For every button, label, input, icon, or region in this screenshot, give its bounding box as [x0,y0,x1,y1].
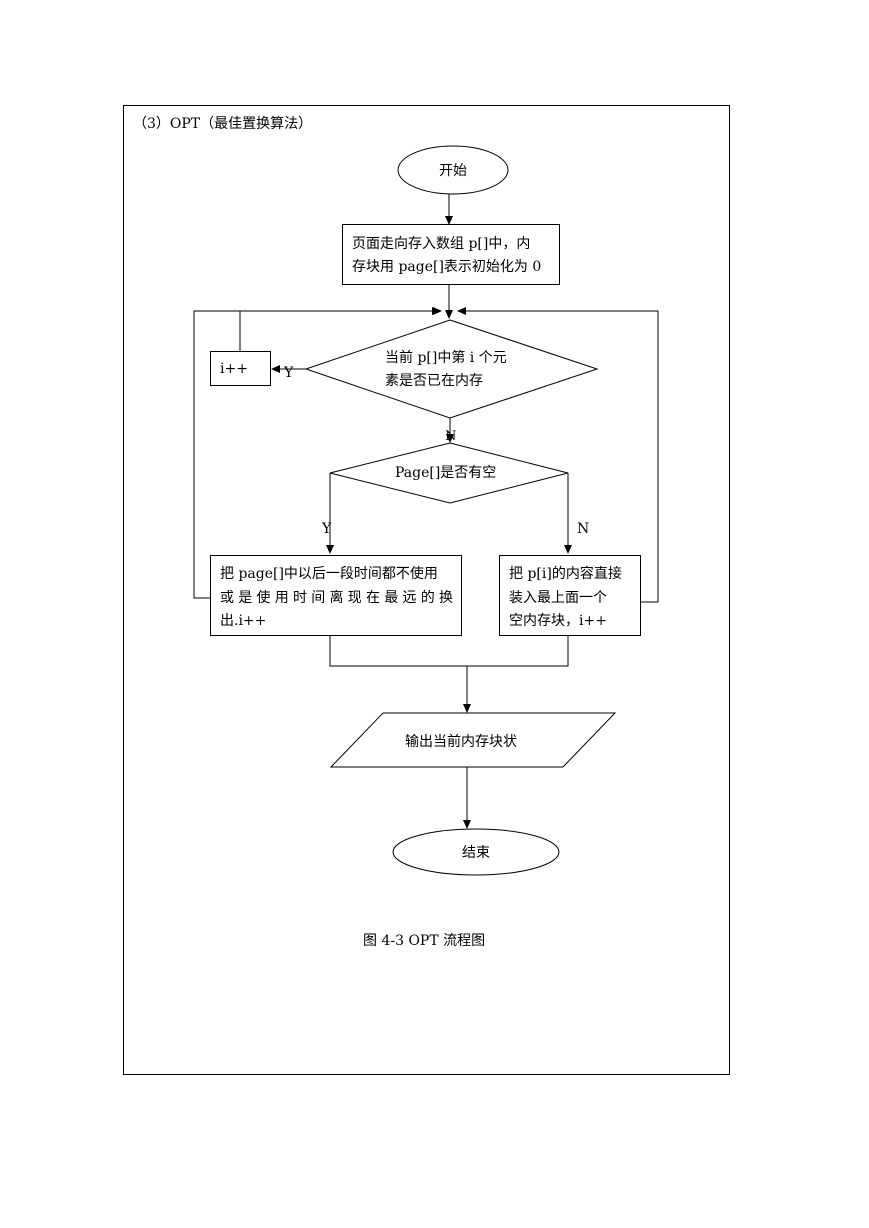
outer-frame [123,105,730,1075]
init-node: 页面走向存入数组 p[]中，内 存块用 page[]表示初始化为 0 [342,224,560,285]
label-empty-yes: Y [321,521,332,537]
replace-label-line1: 把 page[]中以后一段时间都不使用 [220,565,438,582]
init-label-line2: 存块用 page[]表示初始化为 0 [352,258,541,275]
increment-label: i++ [220,361,248,377]
empty-decision: Page[]是否有空 [329,442,569,504]
end-label: 结束 [462,845,490,861]
increment-node: i++ [210,351,271,386]
label-in-memory-yes: Y [283,365,294,381]
in-memory-label-line1: 当前 p[]中第 i 个元 [385,349,507,366]
label-empty-no: N [577,521,589,537]
output-label: 输出当前内存块状 [405,733,517,750]
section-heading: （3）OPT（最佳置换算法） [133,115,312,132]
load-node: 把 p[i]的内容直接 装入最上面一个 空内存块，i++ [499,555,641,636]
replace-label-line3: 出.i++ [220,613,266,629]
figure-caption: 图 4-3 OPT 流程图 [363,933,485,949]
in-memory-decision: 当前 p[]中第 i 个元 素是否已在内存 [304,319,599,419]
load-label-line1: 把 p[i]的内容直接 [509,565,622,582]
label-in-memory-no: N [445,429,456,444]
start-label: 开始 [439,163,467,179]
load-label-line2: 装入最上面一个 [509,590,607,606]
edge-replace-loop [193,307,441,599]
output-node: 输出当前内存块状 [329,712,617,768]
start-node: 开始 [397,145,509,195]
in-memory-label-line2: 素是否已在内存 [385,373,483,389]
edge-load-loop [457,307,659,603]
empty-label: Page[]是否有空 [395,465,496,481]
merge-connector [329,636,569,667]
replace-node: 把 page[]中以后一段时间都不使用 或是使用时间离现在最远的换 出.i++ [210,555,462,636]
end-node: 结束 [392,828,560,876]
load-label-line3: 空内存块，i++ [509,613,607,629]
replace-label-line2: 或是使用时间离现在最远的换 [220,589,453,606]
init-label-line1: 页面走向存入数组 p[]中，内 [352,236,530,252]
